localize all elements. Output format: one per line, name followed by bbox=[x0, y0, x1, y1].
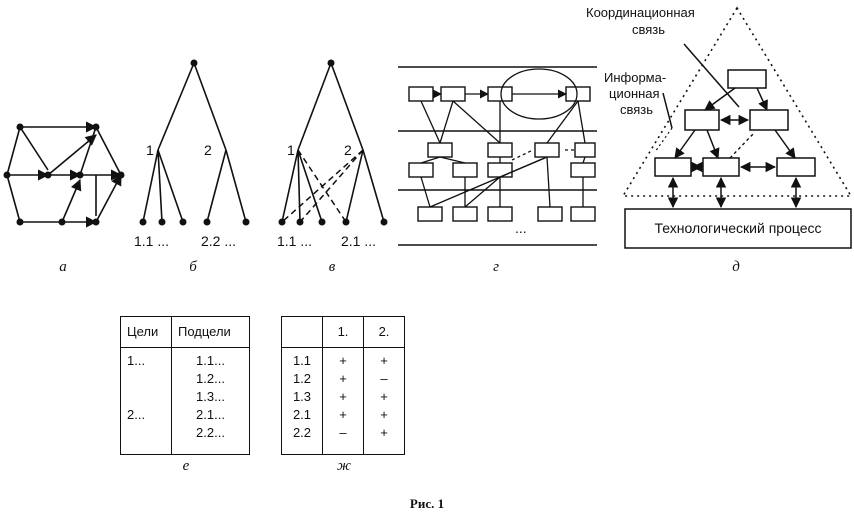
goals-header: Цели bbox=[120, 316, 172, 348]
mid-block-left bbox=[684, 109, 720, 131]
matrix-header-1: 1. bbox=[322, 316, 364, 348]
diagram-g-ellipsis: ... bbox=[515, 220, 527, 236]
graph-a-nodes bbox=[3, 123, 125, 226]
figure-caption: Рис. 1 bbox=[409, 496, 445, 511]
tree-v-leaves-left: 1.1 ... bbox=[277, 233, 312, 249]
tree-b-node1-label: 1 bbox=[146, 142, 154, 158]
info-label-line2: ционная bbox=[609, 86, 660, 101]
tree-b-node2-label: 2 bbox=[204, 142, 212, 158]
label-b: б bbox=[189, 259, 197, 275]
label-g: г bbox=[493, 259, 499, 275]
label-v: в bbox=[329, 259, 336, 275]
info-label-line3: связь bbox=[620, 102, 653, 117]
low-block-2 bbox=[702, 157, 740, 177]
label-a: а bbox=[59, 259, 67, 275]
process-block bbox=[624, 208, 852, 249]
diagram-d bbox=[621, 6, 853, 249]
label-e: е bbox=[183, 458, 190, 474]
goals-table: Цели Подцели 1...2... 1.1...1.2...1.3...… bbox=[120, 316, 250, 455]
subgoals-column: 1.1...1.2...1.3...2.1...2.2... bbox=[171, 347, 250, 455]
tree-v-dashed-links bbox=[281, 149, 364, 223]
tree-b-leaves-left: 1.1 ... bbox=[134, 233, 169, 249]
tree-v bbox=[281, 62, 385, 223]
tree-b bbox=[142, 62, 247, 223]
coord-label-line2: связь bbox=[632, 22, 665, 37]
matrix-header-2: 2. bbox=[363, 316, 405, 348]
tree-v-nodes bbox=[278, 59, 388, 226]
mid-block-right bbox=[749, 109, 789, 131]
matrix-column-1: ++++– bbox=[322, 347, 364, 455]
matrix-column-2: +–+++ bbox=[363, 347, 405, 455]
process-label: Технологический процесс bbox=[654, 220, 821, 236]
matrix-corner bbox=[281, 316, 323, 348]
subgoals-header: Подцели bbox=[171, 316, 250, 348]
tree-b-nodes bbox=[139, 59, 250, 226]
label-zh: ж bbox=[337, 458, 351, 474]
goals-column: 1...2... bbox=[120, 347, 172, 455]
graph-a bbox=[6, 121, 123, 228]
tree-b-leaves-right: 2.2 ... bbox=[201, 233, 236, 249]
label-d: д bbox=[732, 259, 740, 275]
low-block-3 bbox=[776, 157, 816, 177]
coord-label-line1: Координационная bbox=[586, 5, 695, 20]
tree-v-node2-label: 2 bbox=[344, 142, 352, 158]
top-block bbox=[727, 69, 767, 89]
low-block-1 bbox=[654, 157, 692, 177]
info-label-line1: Информа- bbox=[604, 70, 666, 85]
tree-v-leaves-right: 2.1 ... bbox=[341, 233, 376, 249]
diagram-g bbox=[398, 66, 597, 246]
tree-v-node1-label: 1 bbox=[287, 142, 295, 158]
